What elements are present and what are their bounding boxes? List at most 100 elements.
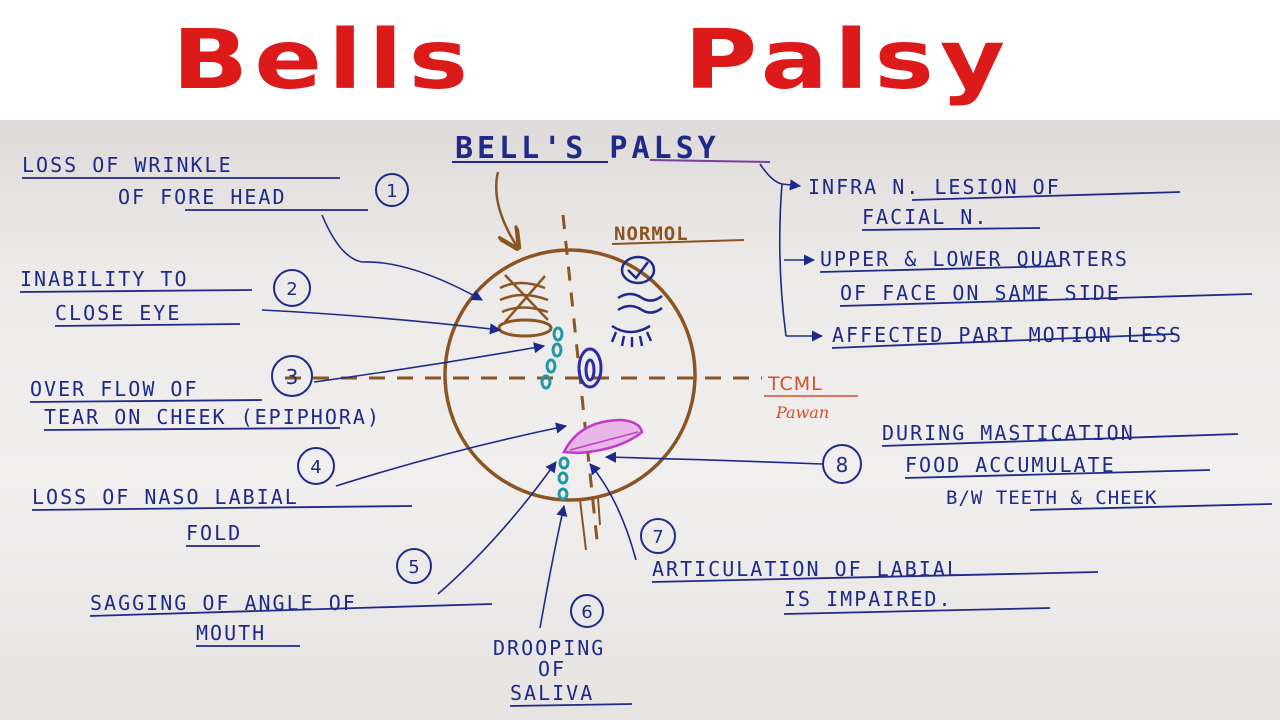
feature-6-number-circle [570,594,604,628]
fact-1-underline [911,191,1181,201]
feature-5-number-circle [396,548,432,584]
feature-8-underline-1 [881,433,1239,447]
feature-4-number-circle [297,447,335,485]
feature-6-pointer [539,504,568,629]
heading-underline-2 [649,159,771,163]
feature-5-number: 5 [408,557,419,578]
fact-1-line-2: FACIAL N. [862,205,988,229]
normal-wrinkles-icon [617,292,663,314]
fact-2-underline-2 [839,293,1253,307]
feature-4-underline-1 [31,505,413,511]
tear-drops-icon [540,326,564,390]
fact-3-line-1: AFFECTED PART MOTION LESS [832,323,1183,347]
feature-2-underline-2 [54,323,241,327]
check-icon [620,255,656,285]
open-eye-icon [497,318,553,338]
nose-icon [577,347,603,389]
feature-1-loss-of-forehead-wrinkle: LOSS OF WRINKLE OF FORE HEAD 1 [22,153,483,301]
feature-6-number: 6 [581,602,592,623]
signature: Pawan [775,403,829,422]
saliva-drops-icon [557,456,570,501]
feature-5-line-2: MOUTH [196,621,266,645]
feature-7-number: 7 [652,527,663,548]
heading-arrow [494,171,518,248]
tcml-label: TCML [767,373,823,395]
feature-2-number: 2 [286,279,297,300]
lips-icon [562,418,644,455]
feature-6-line-1: DROOPING [493,636,605,660]
feature-4-loss-of-nasolabial-fold: LOSS OF NASO LABIAL FOLD 4 [31,422,568,547]
title-banner: Bells Palsy [0,0,1280,120]
face-drawing [285,214,762,551]
feature-8-underline-3 [1029,503,1273,511]
feature-8-pointer [604,451,823,465]
feature-1-number-circle [375,173,409,207]
fact-3-underline [831,333,1175,349]
feature-1-pointer [321,214,483,301]
feature-6-line-3: SALIVA [510,681,594,705]
feature-3-overflow-of-tear: OVER FLOW OF TEAR ON CHEEK (EPIPHORA) 3 [29,342,546,431]
feature-7-underline-1 [651,571,1099,583]
feature-4-number: 4 [310,457,321,478]
bells-palsy-diagram: BELL'S PALSY NORMOL [19,131,1273,707]
main-title: Bells Palsy [0,4,1280,116]
feature-5-sagging-angle-of-mouth: SAGGING OF ANGLE OF MOUTH 5 [89,461,557,647]
feature-2-pointer [261,309,502,335]
feature-8-underline-2 [904,469,1211,479]
closed-eye-icon [610,324,653,347]
fact-1-line-1: INFRA N. LESION OF [808,175,1061,199]
feature-7-line-1: ARTICULATION OF LABIAL [652,557,961,581]
lip-line [569,431,639,451]
feature-2-line-1: INABILITY TO [20,267,189,291]
fact-2-line-2: OF FACE ON SAME SIDE [840,281,1121,305]
feature-6-underline [509,703,633,707]
feature-3-line-2: TEAR ON CHEEK (EPIPHORA) [44,405,381,429]
title-word-palsy: Palsy [684,11,1012,108]
fact-2-line-1: UPPER & LOWER QUARTERS [820,247,1129,271]
fact-1-underline-2 [861,227,1041,231]
crossed-wrinkles-icon [499,274,549,323]
feature-2-number-circle [273,269,311,307]
feature-3-line-1: OVER FLOW OF [30,377,199,401]
facts-bracket [759,163,824,342]
feature-7-line-2: IS IMPAIRED. [784,587,953,611]
paper-sheet: BELL'S PALSY NORMOL [0,120,1280,720]
feature-4-pointer [335,422,568,487]
feature-4-line-2: FOLD [186,521,242,545]
feature-7-underline-2 [783,607,1051,615]
normal-label-underline [611,239,745,245]
feature-1-line-2: OF FORE HEAD [118,185,287,209]
feature-5-pointer [437,461,557,595]
fact-3-affected-part-motionless: AFFECTED PART MOTION LESS [831,323,1183,349]
feature-6-drooping-of-saliva: DROOPING OF SALIVA 6 [493,504,633,707]
feature-3-underline-1 [29,399,263,403]
feature-5-underline-1 [89,603,493,617]
feature-7-articulation-impaired: ARTICULATION OF LABIAL IS IMPAIRED. 7 [589,463,1099,615]
feature-3-number-circle [271,355,313,397]
title-word-bells: Bells [172,11,475,108]
feature-2-inability-to-close-eye: INABILITY TO CLOSE EYE 2 [19,267,502,335]
feature-2-line-2: CLOSE EYE [55,301,181,325]
feature-4-line-1: LOSS OF NASO LABIAL [32,485,299,509]
feature-6-line-2: OF [538,657,566,681]
chin-line-right [597,497,601,526]
feature-3-pointer [313,342,546,383]
bracket-line [759,163,787,337]
feature-8-food-accumulation: DURING MASTICATION FOOD ACCUMULATE B/W T… [604,421,1273,511]
feature-5-line-1: SAGGING OF ANGLE OF [90,591,357,615]
feature-8-number: 8 [836,453,849,477]
feature-8-number-circle [822,444,862,484]
feature-3-underline-2 [43,427,341,431]
feature-3-number: 3 [286,365,299,389]
fact-2-upper-and-lower-quarters: UPPER & LOWER QUARTERS OF FACE ON SAME S… [819,247,1253,307]
face-outline [443,248,697,502]
chin-line-left [579,499,587,551]
bracket-branch-1 [781,179,802,191]
feature-7-number-circle [640,518,676,554]
fact-1-infra-nuclear-lesion: INFRA N. LESION OF FACIAL N. [808,175,1181,231]
feature-1-number: 1 [386,181,397,202]
feature-7-pointer [589,463,637,561]
feature-1-line-1: LOSS OF WRINKLE [22,153,233,177]
normal-side-label: NORMOL [614,223,689,245]
feature-8-line-3: B/W TEETH & CHEEK [946,487,1157,509]
